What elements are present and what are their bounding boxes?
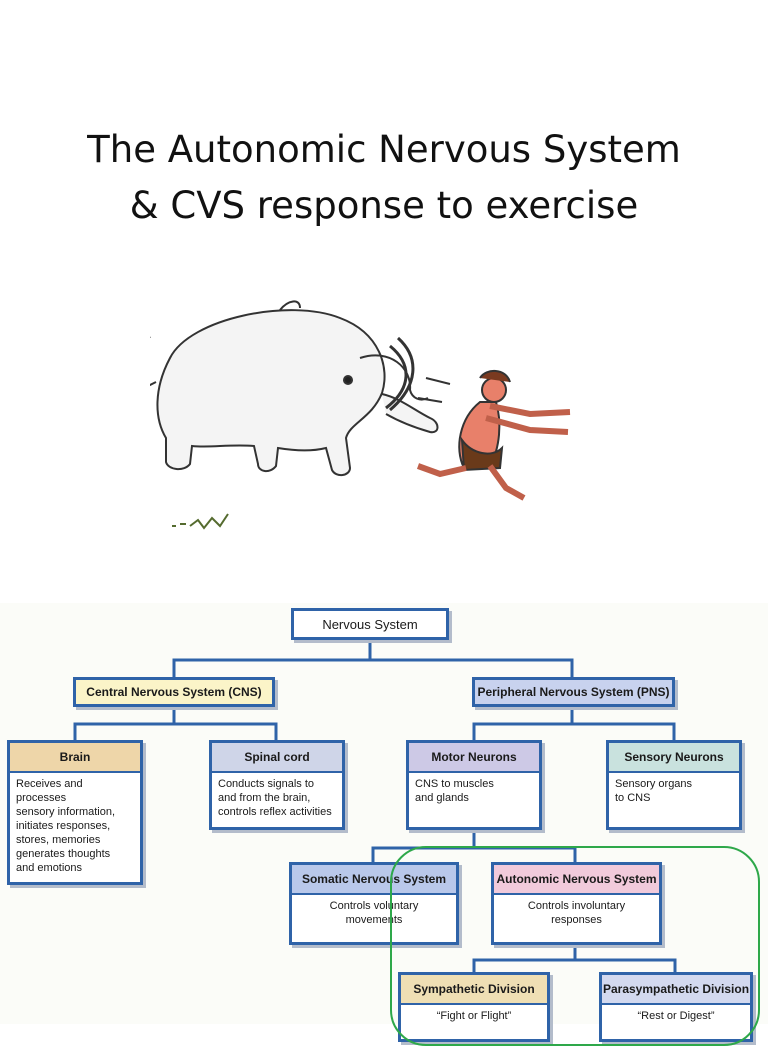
cns-label: Central Nervous System (CNS): [86, 685, 262, 699]
mammoth-chase-illustration: [150, 300, 571, 530]
parasympathetic-title: Parasympathetic Division: [602, 982, 750, 996]
cns-box: Central Nervous System (CNS): [73, 677, 275, 707]
motor-neurons-box: Motor Neurons CNS to muscles and glands: [406, 740, 542, 830]
spinal-cord-box: Spinal cord Conducts signals to and from…: [209, 740, 345, 830]
connector-autonomic: [472, 945, 677, 972]
connector-cns: [73, 706, 278, 740]
somatic-description: Controls voluntary movements: [329, 900, 419, 926]
autonomic-title: Autonomic Nervous System: [496, 872, 657, 886]
diagram-connectors: [73, 640, 677, 972]
connector-pns: [472, 706, 676, 740]
motor-neurons-title: Motor Neurons: [431, 750, 517, 764]
nervous-system-label: Nervous System: [322, 616, 418, 632]
mammoth-drawing: [150, 300, 439, 476]
pns-box: Peripheral Nervous System (PNS): [472, 677, 675, 707]
sensory-neurons-description: Sensory organs to CNS: [615, 778, 693, 804]
somatic-box: Somatic Nervous System Controls voluntar…: [289, 862, 459, 945]
sympathetic-title: Sympathetic Division: [413, 982, 535, 996]
autonomic-description: Controls involuntary responses: [527, 900, 626, 926]
title-line-1: The Autonomic Nervous System: [87, 128, 681, 171]
nervous-system-box: Nervous System: [291, 608, 449, 640]
brain-title: Brain: [59, 750, 91, 764]
pns-label: Peripheral Nervous System (PNS): [477, 685, 670, 699]
sensory-neurons-box: Sensory Neurons Sensory organs to CNS: [606, 740, 742, 830]
spinal-cord-description: Conducts signals to and from the brain, …: [218, 778, 332, 818]
brain-box: Brain Receives and processes sensory inf…: [7, 740, 143, 885]
connector-root: [172, 640, 574, 678]
autonomic-highlight-outline: [390, 846, 760, 1046]
parasympathetic-description: “Rest or Digest”: [637, 1010, 715, 1022]
motor-neurons-description: CNS to muscles and glands: [415, 778, 494, 804]
title-line-2: & CVS response to exercise: [129, 184, 639, 227]
autonomic-box: Autonomic Nervous System Controls involu…: [491, 862, 662, 945]
sympathetic-description: “Fight or Flight”: [436, 1010, 512, 1022]
slide-title: The Autonomic Nervous System & CVS respo…: [0, 122, 768, 234]
spinal-cord-title: Spinal cord: [244, 750, 310, 764]
caveman-drawing: [416, 370, 571, 501]
sensory-neurons-title: Sensory Neurons: [624, 750, 724, 764]
grass-drawing: [172, 513, 229, 530]
brain-description: Receives and processes sensory informati…: [16, 778, 116, 874]
